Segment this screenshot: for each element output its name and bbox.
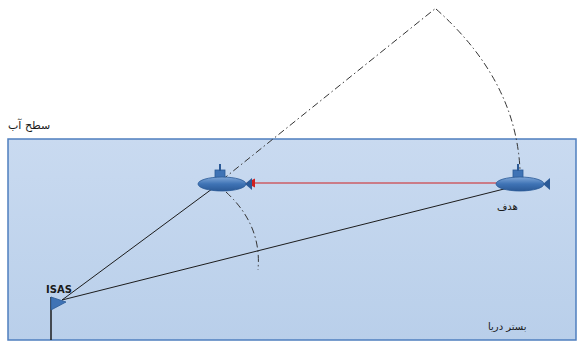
water-body <box>8 139 576 340</box>
target-submarine <box>496 164 550 191</box>
range-arc <box>226 192 258 270</box>
sight-line <box>62 188 508 300</box>
isas-sensor <box>51 297 66 340</box>
motion-arrow <box>247 182 505 183</box>
construction-line <box>222 8 436 180</box>
sensor-label: ISAS <box>46 284 72 296</box>
target-label: هدف <box>497 201 518 213</box>
surface-label: سطح آب <box>8 119 50 132</box>
range-arc <box>436 9 520 170</box>
submarine <box>198 164 252 191</box>
sight-line <box>62 186 216 300</box>
seabed-label: بستر دریا <box>488 321 527 333</box>
